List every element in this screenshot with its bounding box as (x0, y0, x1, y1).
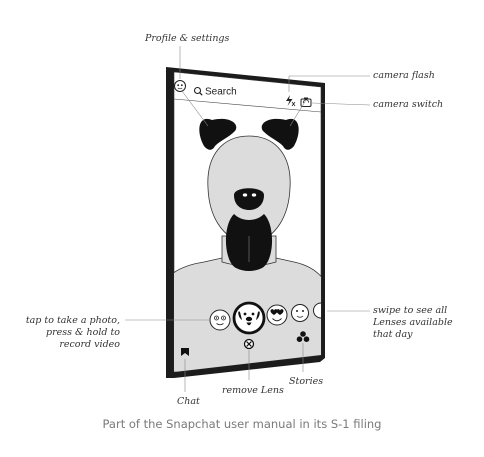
label-swipe-lenses: swipe to see all Lenses available that d… (373, 305, 453, 341)
flash-off-icon[interactable] (286, 95, 296, 107)
dog-nose (234, 188, 264, 210)
label-swipe-line-3: that day (373, 329, 413, 340)
profile-icon[interactable] (174, 80, 186, 92)
label-capture-line-1: tap to take a photo, (25, 315, 120, 326)
label-camera-flash: camera flash (373, 70, 435, 81)
label-camera-switch: camera switch (373, 99, 444, 110)
label-remove-lens: remove Lens (222, 385, 284, 396)
dog-ear-left (199, 118, 237, 150)
lens-option-face-2[interactable] (291, 304, 309, 322)
figure-caption: Part of the Snapchat user manual in its … (102, 417, 382, 431)
lens-option-face[interactable] (209, 309, 231, 331)
top-bar-divider (174, 98, 321, 113)
label-stories: Stories (289, 376, 324, 387)
lens-option-partial[interactable] (313, 302, 322, 319)
leader-switch (311, 102, 371, 106)
remove-lens-icon[interactable] (243, 338, 255, 350)
lens-carousel[interactable] (209, 301, 322, 335)
leader-lens-left (181, 90, 209, 127)
label-chat: Chat (177, 396, 200, 407)
label-swipe-line-2: Lenses available (373, 317, 453, 328)
leader-lens-right (289, 99, 307, 127)
label-capture: tap to take a photo, press & hold to rec… (20, 315, 120, 351)
search-input[interactable]: Search (205, 87, 237, 98)
label-profile-settings: Profile & settings (145, 33, 230, 44)
leader-lines (125, 46, 371, 392)
search-icon[interactable] (193, 86, 203, 96)
stories-icon[interactable] (296, 331, 310, 343)
nose-highlight-left (242, 193, 248, 197)
dog-ear-right (261, 118, 299, 150)
lens-option-heart-eyes[interactable] (266, 304, 288, 326)
chat-icon[interactable] (181, 348, 189, 356)
label-swipe-line-1: swipe to see all (373, 305, 448, 316)
label-capture-line-2: press & hold to (45, 327, 120, 338)
nose-highlight-right (251, 193, 257, 197)
capture-button[interactable] (232, 301, 266, 335)
label-capture-line-3: record video (59, 339, 120, 350)
